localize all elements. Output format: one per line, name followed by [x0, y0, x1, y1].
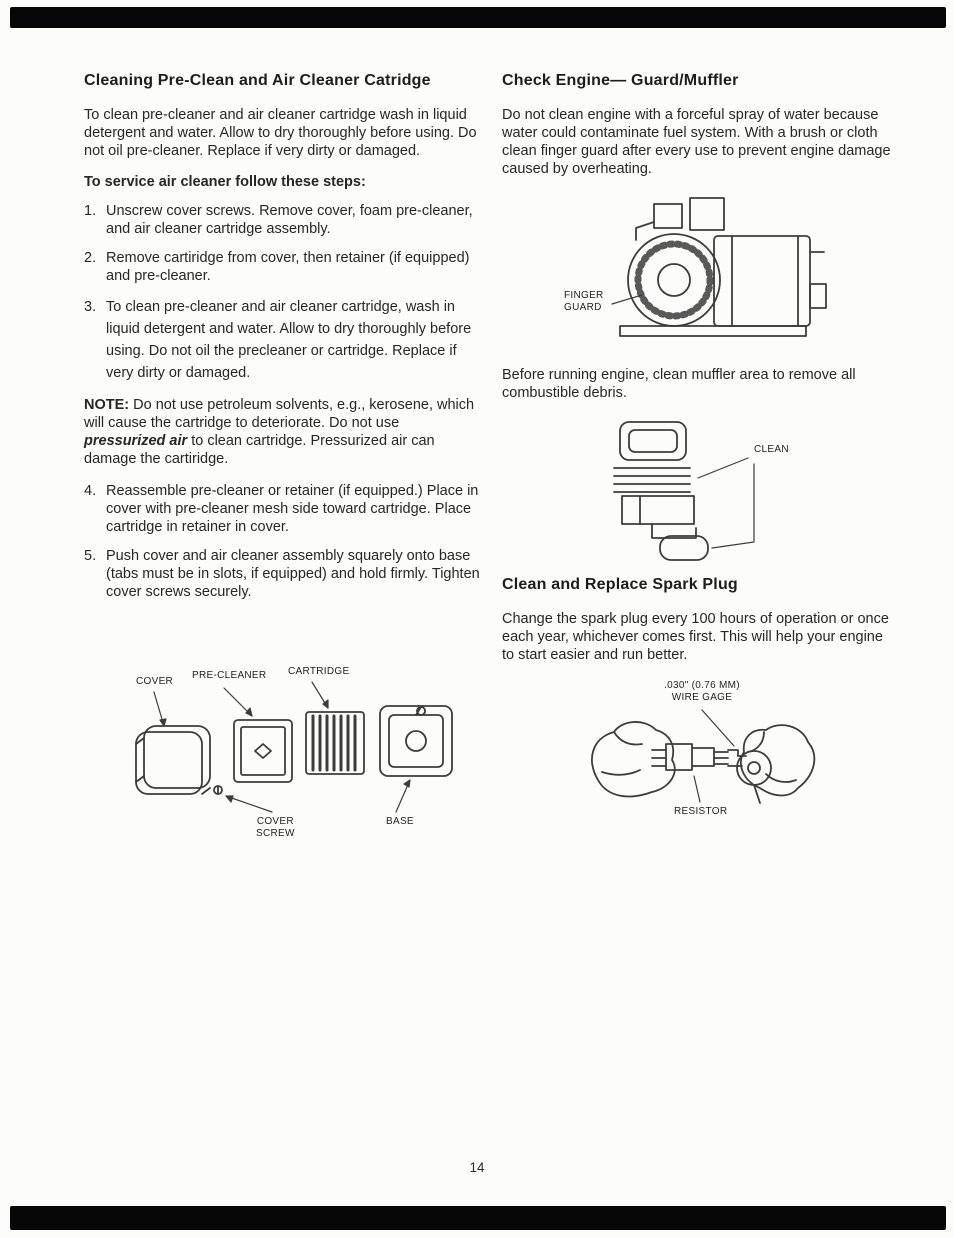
scan-border-bottom	[10, 1206, 946, 1230]
cover-screw-label: COVER SCREW	[256, 816, 295, 839]
service-steps-subheading: To service air cleaner follow these step…	[84, 174, 366, 190]
note-emphasis: pressurized air	[84, 433, 188, 449]
muffler-clean-figure: CLEAN	[502, 416, 898, 568]
note-text-1: Do not use petroleum solvents, e.g., ker…	[84, 397, 475, 431]
muffler-clean-paragraph: Before running engine, clean muffler are…	[502, 367, 856, 401]
air-cleaner-intro-paragraph: To clean pre-cleaner and air cleaner car…	[84, 107, 477, 159]
service-steps-list-1: 1. Unscrew cover screws. Remove cover, f…	[84, 202, 482, 384]
section-heading-guard-muffler: Check Engine— Guard/Muffler	[502, 72, 739, 89]
step-item-4: 4. Reassemble pre-cleaner or retainer (i…	[84, 482, 482, 536]
note-paragraph: NOTE: Do not use petroleum solvents, e.g…	[84, 396, 482, 468]
finger-guard-label: FINGER GUARD	[564, 290, 604, 313]
step-item-2: 2. Remove cartiridge from cover, then re…	[84, 249, 482, 285]
step-text: Reassemble pre-cleaner or retainer (if e…	[106, 483, 479, 535]
scan-border-top	[10, 7, 946, 28]
pre-cleaner-label: PRE-CLEANER	[192, 670, 267, 681]
section-heading-air-cleaner: Cleaning Pre-Clean and Air Cleaner Catri…	[84, 72, 431, 89]
note-label: NOTE:	[84, 397, 130, 413]
step-item-5: 5. Push cover and air cleaner assembly s…	[84, 547, 482, 601]
spark-plug-gap-figure: .030" (0.76 MM) WIRE GAGE RESISTOR	[502, 680, 898, 845]
guard-muffler-paragraph: Do not clean engine with a forceful spra…	[502, 107, 891, 177]
note-text-2: to clean cartridge. Pressurized air can …	[84, 433, 435, 467]
base-label: BASE	[386, 816, 414, 827]
step-text: Unscrew cover screws. Remove cover, foam…	[106, 203, 473, 237]
service-steps-list-2: 4. Reassemble pre-cleaner or retainer (i…	[84, 482, 482, 601]
step-text: Push cover and air cleaner assembly squa…	[106, 548, 480, 600]
left-column: Cleaning Pre-Clean and Air Cleaner Catri…	[84, 72, 482, 845]
spark-plug-gap-illustration	[591, 709, 816, 804]
step-number: 5.	[84, 548, 97, 564]
cartridge-label: CARTRIDGE	[288, 666, 350, 677]
right-column: Check Engine— Guard/Muffler Do not clean…	[502, 72, 898, 845]
engine-finger-guard-illustration	[611, 197, 827, 337]
step-item-3: 3. To clean pre-cleaner and air cleaner …	[84, 296, 482, 384]
page-number: 14	[469, 1160, 485, 1175]
engine-finger-guard-figure: FINGER GUARD	[502, 192, 898, 350]
step-number: 4.	[84, 483, 97, 499]
air-cleaner-exploded-figure: COVER PRE-CLEANER CARTRIDGE COVER SCREW …	[84, 666, 482, 845]
step-number: 2.	[84, 250, 97, 266]
step-text: Remove cartiridge from cover, then retai…	[106, 250, 470, 284]
step-number: 3.	[84, 299, 97, 315]
step-text: To clean pre-cleaner and air cleaner car…	[106, 299, 472, 381]
muffler-clean-illustration	[613, 421, 755, 561]
step-number: 1.	[84, 203, 97, 219]
step-item-1: 1. Unscrew cover screws. Remove cover, f…	[84, 202, 482, 238]
cover-label: COVER	[136, 676, 174, 687]
wire-gage-label: .030" (0.76 MM) WIRE GAGE	[664, 680, 740, 703]
air-cleaner-exploded-illustration	[135, 681, 453, 813]
clean-label: CLEAN	[754, 444, 789, 455]
section-heading-spark-plug: Clean and Replace Spark Plug	[502, 576, 738, 593]
resistor-label: RESISTOR	[674, 806, 728, 817]
spark-plug-paragraph: Change the spark plug every 100 hours of…	[502, 611, 889, 663]
